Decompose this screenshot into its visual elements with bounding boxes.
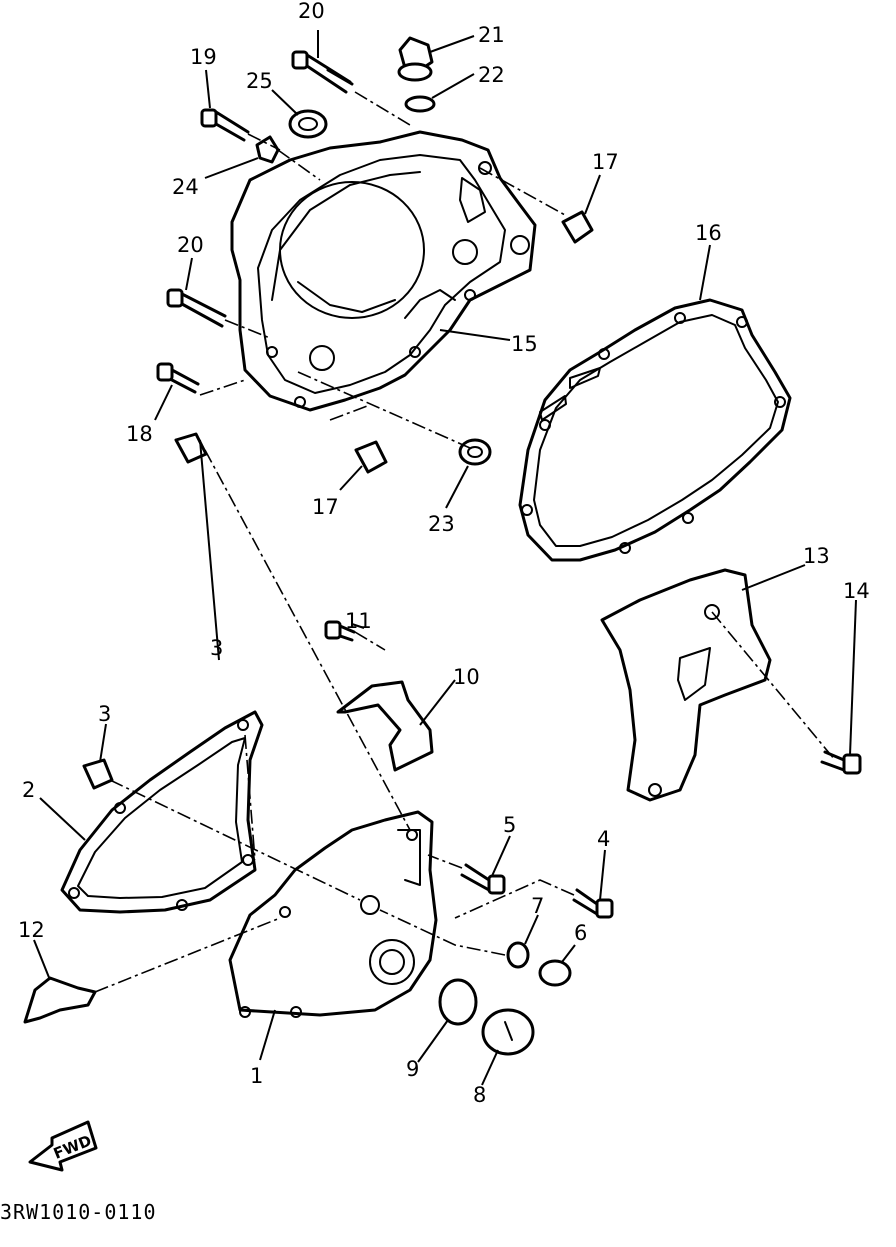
callout-12: 12 — [18, 918, 45, 942]
callout-18: 18 — [126, 422, 153, 446]
bolt-20-top — [291, 50, 354, 94]
callout-8: 8 — [473, 1083, 486, 1107]
gasket-16 — [518, 298, 792, 562]
fwd-arrow-icon: FWD — [28, 1120, 98, 1172]
callout-20-top: 20 — [298, 0, 325, 23]
sprocket-cover-13 — [600, 568, 772, 802]
callout-5: 5 — [503, 813, 516, 837]
callout-22: 22 — [478, 63, 505, 87]
callout-14: 14 — [843, 579, 870, 603]
o-ring-22 — [404, 95, 436, 113]
callout-15: 15 — [511, 332, 538, 356]
callout-10: 10 — [453, 665, 480, 689]
callout-24: 24 — [172, 175, 199, 199]
callout-7: 7 — [531, 894, 544, 918]
cable-guide-12 — [23, 976, 97, 1024]
plug-6 — [538, 959, 572, 987]
dowel-pin-3-lower — [82, 758, 114, 790]
o-ring-9 — [438, 978, 478, 1026]
assembly-lines — [94, 91, 836, 993]
bolt-20-left — [166, 288, 227, 328]
plug-8 — [481, 1008, 535, 1056]
callout-1: 1 — [250, 1064, 263, 1088]
clip-24 — [255, 135, 280, 164]
crankcase-cover-1 — [228, 810, 438, 1018]
callout-20-left: 20 — [177, 233, 204, 257]
o-ring-7 — [506, 941, 530, 969]
callout-labels: 1 2 3 3 4 5 6 7 8 9 10 11 12 13 14 15 16… — [18, 0, 870, 1107]
callout-23: 23 — [428, 512, 455, 536]
callout-17-upper: 17 — [592, 150, 619, 174]
oil-seal-23 — [458, 438, 492, 466]
callout-9: 9 — [406, 1057, 419, 1081]
crankcase-cover-15 — [230, 130, 537, 412]
bolt-5 — [460, 863, 506, 895]
bolt-14 — [820, 750, 862, 775]
dowel-pin-17-bottom — [354, 440, 388, 474]
callout-2: 2 — [22, 778, 35, 802]
callout-6: 6 — [574, 921, 587, 945]
callout-3-upper: 3 — [210, 636, 223, 660]
dowel-pin-17-top — [561, 210, 594, 244]
dowel-pin-3-upper — [174, 432, 208, 464]
bolt-19 — [200, 108, 250, 142]
callout-21: 21 — [478, 23, 505, 47]
callout-25: 25 — [246, 69, 273, 93]
callout-11: 11 — [345, 609, 372, 633]
bolt-18 — [156, 362, 200, 394]
bracket-10 — [336, 680, 434, 772]
bolt-11 — [324, 620, 356, 642]
callout-3-lower: 3 — [98, 702, 111, 726]
gasket-2 — [60, 710, 264, 914]
drawing-code: 3RW1010-0110 — [0, 1200, 157, 1224]
callout-16: 16 — [695, 221, 722, 245]
leader-lines — [33, 30, 857, 1086]
callout-13: 13 — [803, 544, 830, 568]
bolt-4 — [572, 888, 614, 919]
oil-filler-plug-21 — [397, 36, 434, 82]
callout-19: 19 — [190, 45, 217, 69]
oil-seal-25 — [288, 109, 328, 139]
callout-4: 4 — [597, 827, 610, 851]
callout-17-lower: 17 — [312, 495, 339, 519]
